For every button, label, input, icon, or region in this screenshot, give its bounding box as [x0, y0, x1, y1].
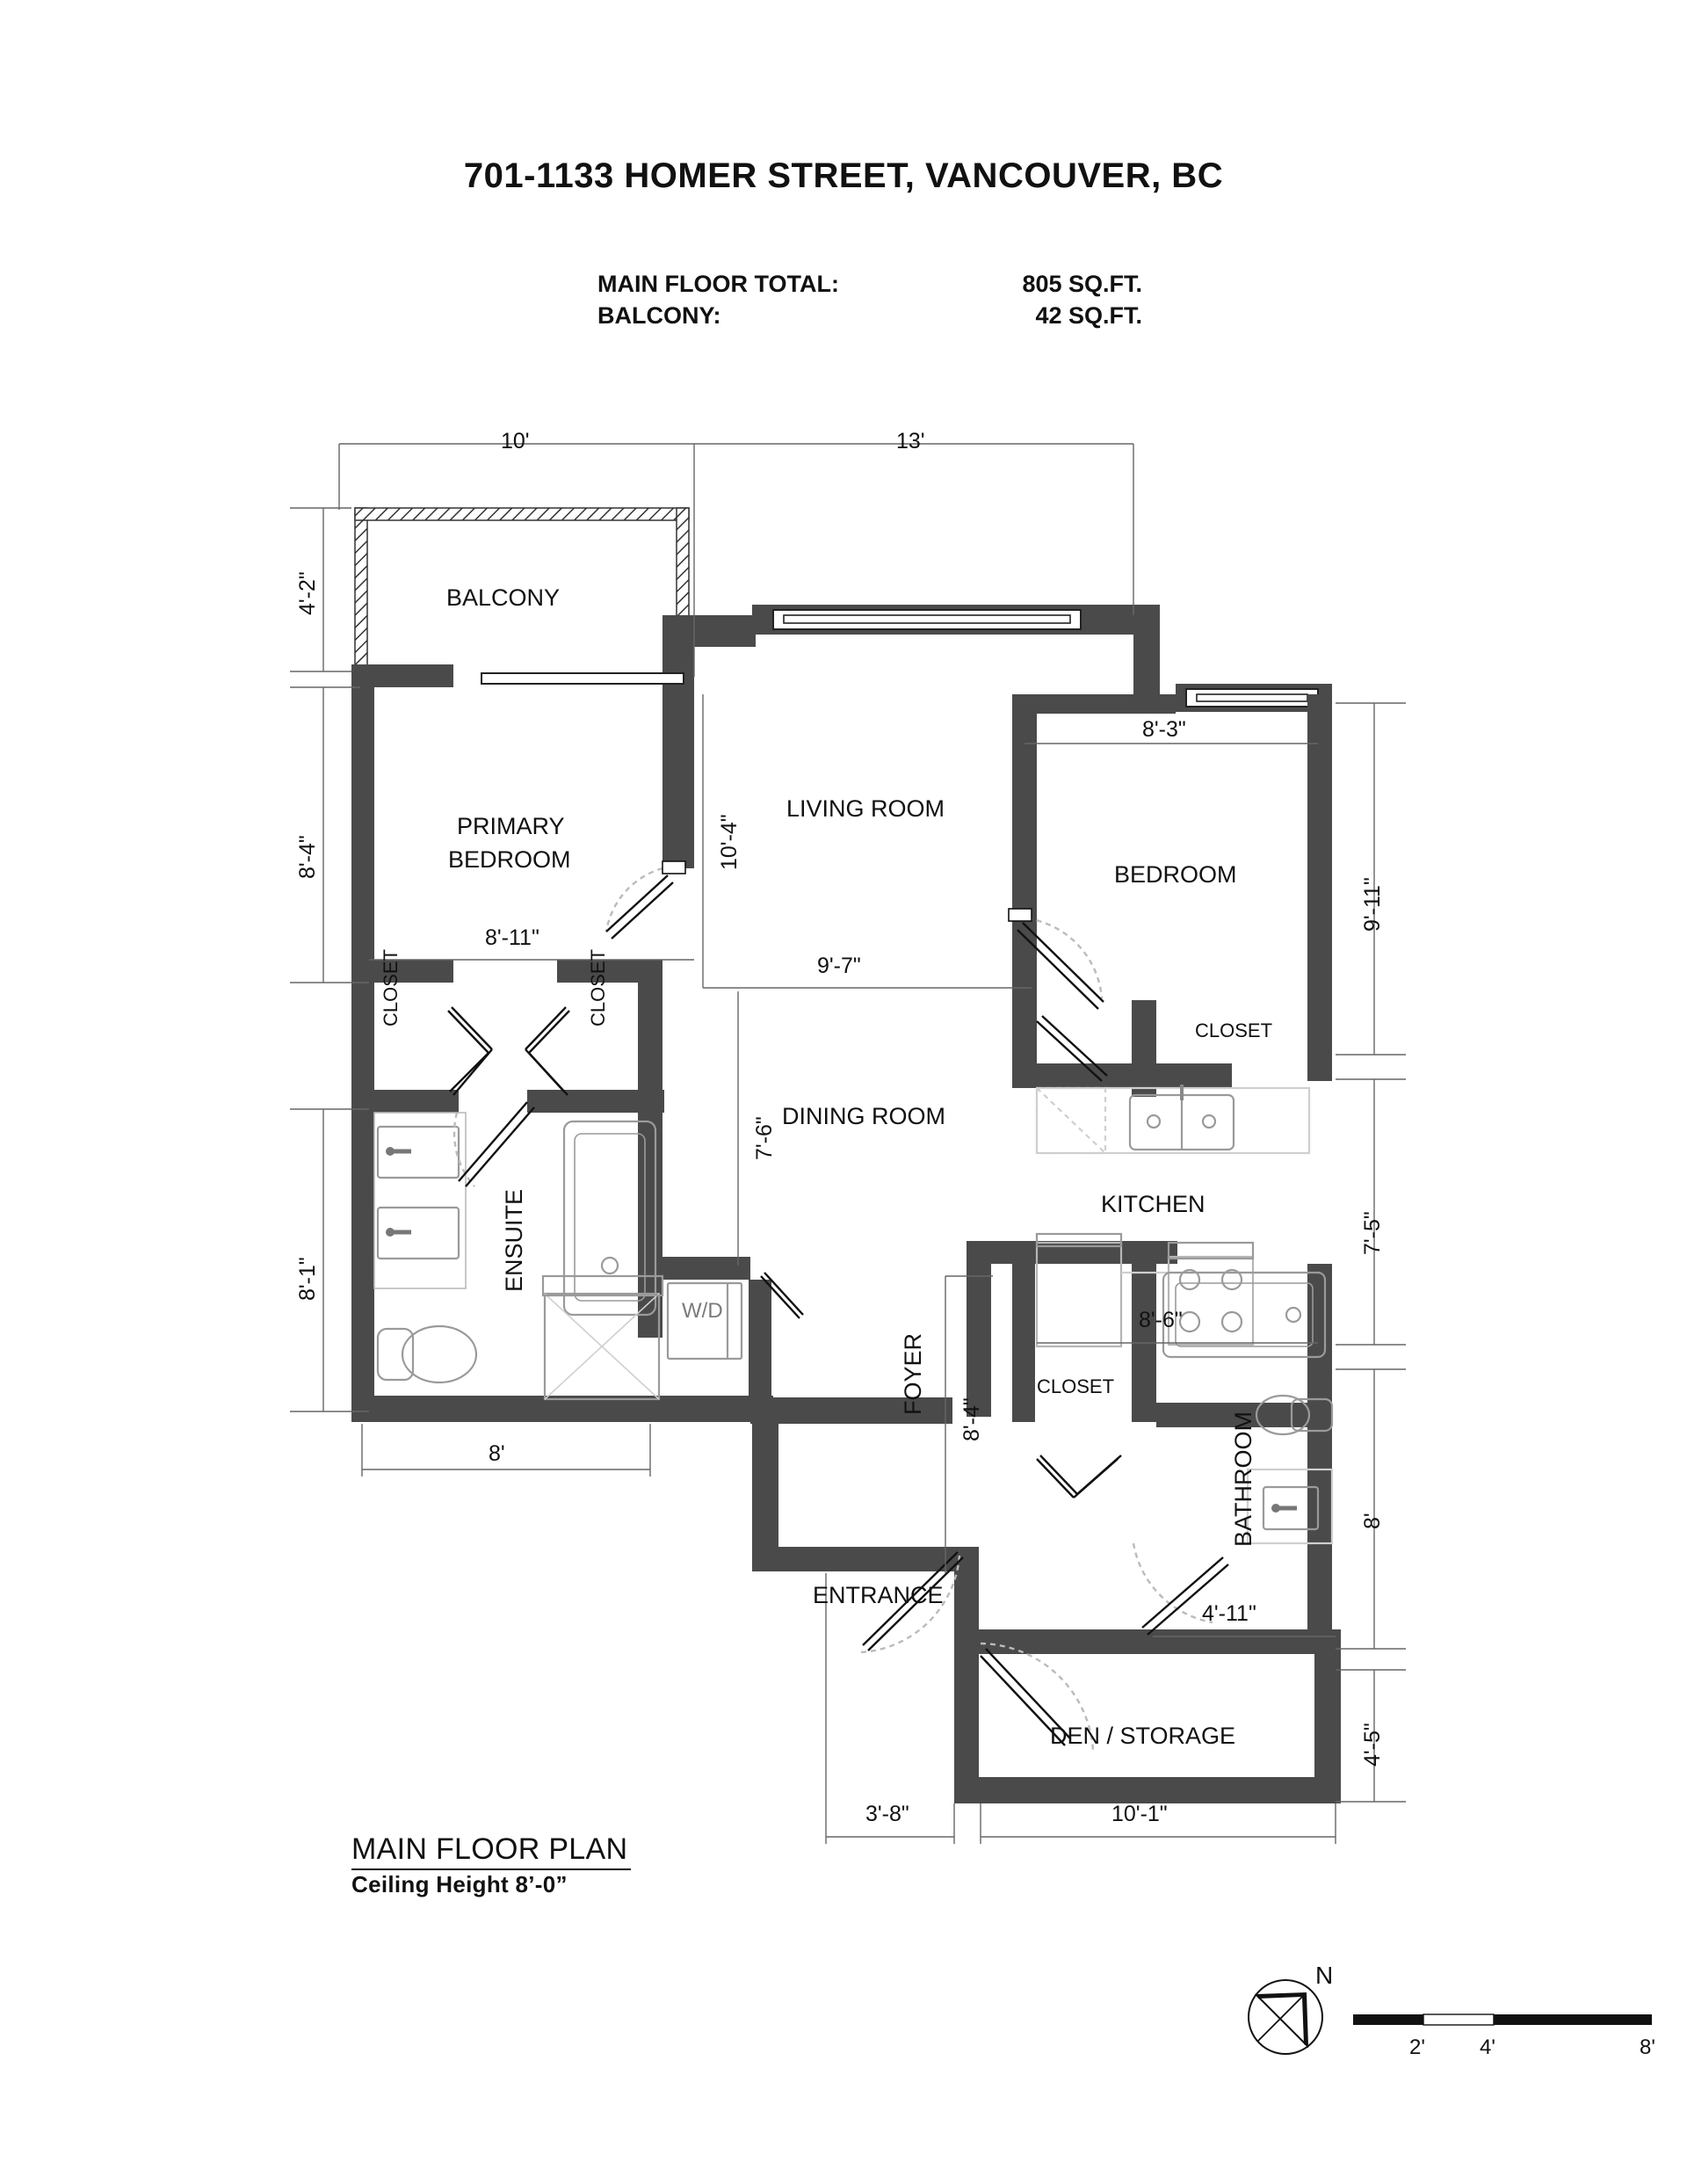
balcony-area-label: BALCONY: [597, 302, 721, 330]
plan-title-block: MAIN FLOOR PLAN Ceiling Height 8’-0” [351, 1832, 631, 1898]
main-floor-total-value: 805 SQ.FT. [1022, 271, 1142, 297]
room-label-primary-bedroom-line2: BEDROOM [448, 846, 571, 873]
page-title: 701-1133 HOMER STREET, VANCOUVER, BC [463, 156, 1224, 195]
ceiling-height-note: Ceiling Height 8’-0” [351, 1871, 568, 1897]
plan-title: MAIN FLOOR PLAN [351, 1832, 628, 1866]
title-rule [351, 1868, 631, 1870]
scale-bar: 2' 4' 8' [1353, 2013, 1655, 2059]
dim-bottom-left: 3'-8" [865, 1802, 909, 1826]
scale-tick-4ft: 4' [1480, 2035, 1495, 2059]
north-label: N [1315, 1962, 1334, 1989]
scale-tick-8ft: 8' [1640, 2035, 1655, 2059]
area-row: BALCONY: 42 SQ.FT. [597, 300, 1142, 331]
room-label-living-room: LIVING ROOM [786, 795, 945, 822]
room-label-primary-bedroom-line1: PRIMARY [457, 813, 565, 839]
dim-bedroom-height: 9'-11" [1360, 877, 1385, 932]
dim-left-primary: 8'-4" [295, 835, 320, 879]
scale-tick-2ft: 2' [1409, 2035, 1425, 2059]
compass-icon [1246, 1977, 1325, 2057]
dim-primary-width: 8'-11" [485, 925, 539, 950]
dim-left-balcony: 4'-2" [295, 571, 320, 615]
room-label-closet-hall: CLOSET [1037, 1375, 1115, 1397]
room-label-entrance: ENTRANCE [813, 1582, 944, 1608]
dim-bathroom-height: 8' [1360, 1513, 1385, 1529]
dim-living-vertical: 10'-4" [717, 814, 742, 870]
room-label-kitchen: KITCHEN [1101, 1191, 1206, 1217]
room-label-closet-primary-right: CLOSET [587, 948, 609, 1027]
dim-den-height: 4'-5" [1360, 1723, 1385, 1767]
dim-kitchen-height: 7'-5" [1360, 1211, 1385, 1255]
dim-living-horizontal: 9'-7" [817, 954, 861, 978]
room-label-dining-room: DINING ROOM [782, 1103, 945, 1129]
balcony-area-value: 42 SQ.FT. [1035, 302, 1142, 330]
dim-left-ensuite: 8'-1" [295, 1257, 320, 1301]
dim-bedroom-width: 8'-3" [1142, 717, 1186, 742]
area-summary: MAIN FLOOR TOTAL: 805 SQ.FT. BALCONY: 42… [597, 268, 1142, 332]
dim-dining-vertical: 7'-6" [752, 1116, 777, 1160]
dim-foyer-vertical: 8'-4" [959, 1397, 984, 1441]
room-label-balcony: BALCONY [446, 584, 561, 611]
dim-top-left: 10' [501, 429, 530, 453]
dim-bottom-right: 10'-1" [1111, 1802, 1168, 1826]
dim-ensuite-width: 8' [489, 1441, 505, 1466]
appliance-label-washer-dryer: W/D [682, 1299, 723, 1323]
dim-bathroom-width: 4'-11" [1202, 1601, 1256, 1626]
main-floor-total-label: MAIN FLOOR TOTAL: [597, 271, 839, 297]
room-label-den-storage: DEN / STORAGE [1050, 1723, 1236, 1749]
room-label-closet-primary-left: CLOSET [380, 948, 402, 1027]
area-row: MAIN FLOOR TOTAL: 805 SQ.FT. [597, 268, 1142, 300]
room-label-foyer: FOYER [900, 1332, 926, 1415]
room-label-bedroom: BEDROOM [1114, 861, 1237, 888]
dim-kitchen-width: 8'-6" [1139, 1308, 1183, 1332]
room-label-closet-bedroom: CLOSET [1195, 1019, 1273, 1041]
room-label-bathroom: BATHROOM [1230, 1411, 1256, 1547]
room-label-ensuite: ENSUITE [501, 1188, 527, 1292]
dim-top-right: 13' [896, 429, 925, 453]
